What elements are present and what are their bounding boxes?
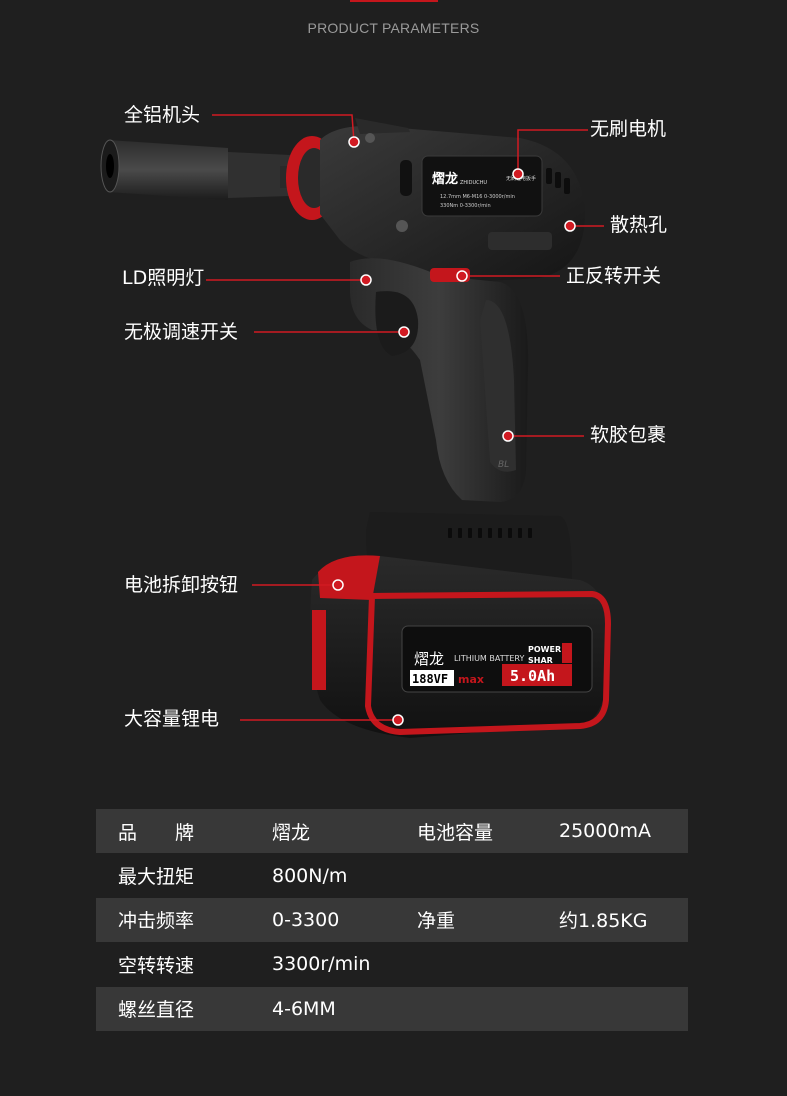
spec-label: 净重 (417, 910, 456, 933)
spec-value: 3300r/min (272, 953, 371, 976)
callout-led: LD照明灯 (122, 267, 205, 289)
spec-label: 螺丝直径 (118, 999, 195, 1022)
table-row: 最大扭矩 800N/m (96, 853, 688, 897)
svg-text:LITHIUM BATTERY: LITHIUM BATTERY (454, 654, 524, 663)
grip-shape: BL (350, 258, 529, 502)
svg-text:max: max (458, 673, 484, 686)
svg-text:330Nm 0-3300r/min: 330Nm 0-3300r/min (440, 203, 491, 209)
callout-motor: 无刷电机 (590, 118, 667, 140)
callout-trigger: 无极调速开关 (124, 321, 239, 343)
callout-vent: 散热孔 (610, 214, 668, 236)
svg-text:熠龙: 熠龙 (432, 171, 458, 187)
spec-value: 800N/m (272, 864, 348, 887)
table-row: 品牌 熠龙 电池容量 25000mA (96, 809, 688, 854)
spec-label (417, 853, 559, 897)
callout-lines (206, 114, 604, 721)
callout-head: 全铝机头 (124, 104, 201, 126)
svg-text:BL: BL (498, 460, 509, 470)
spec-value (559, 987, 688, 1031)
svg-text:188VF: 188VF (412, 672, 448, 686)
spec-table: 品牌 熠龙 电池容量 25000mA 最大扭矩 800N/m 冲击频率 0-33… (96, 809, 688, 1031)
spec-label: 最大扭矩 (118, 866, 195, 889)
callout-battery: 大容量锂电 (124, 708, 220, 730)
table-row: 冲击频率 0-3300 净重 约1.85KG (96, 897, 688, 943)
spec-value: 约1.85KG (559, 910, 648, 933)
spec-value (559, 853, 688, 897)
svg-text:熠龙: 熠龙 (414, 650, 444, 668)
spec-label (417, 987, 559, 1031)
callout-dots (332, 136, 576, 726)
callout-switch: 正反转开关 (566, 265, 662, 287)
product-illustration: 熠龙 ZHIDUCHU 无刷锂电扳手 12.7mm M6-M16 0-3000r… (100, 104, 668, 738)
spec-label: 电池容量 (417, 821, 494, 844)
top-accent-bar (350, 0, 438, 2)
spec-value (559, 942, 688, 986)
socket-shape (100, 139, 302, 200)
table-row: 螺丝直径 4-6MM (96, 986, 688, 1031)
spec-label: 品牌 (118, 821, 195, 844)
spec-value: 25000mA (559, 820, 651, 843)
impact-wrench-icon: 熠龙 ZHIDUCHU 无刷锂电扳手 12.7mm M6-M16 0-3000r… (100, 114, 612, 738)
callout-release: 电池拆卸按钮 (124, 574, 239, 596)
spec-value: 0-3300 (272, 908, 340, 931)
spec-label (417, 942, 559, 986)
svg-text:SHAR: SHAR (528, 656, 553, 665)
svg-text:POWER: POWER (528, 645, 561, 654)
table-row: 空转转速 3300r/min (96, 942, 688, 986)
spec-label: 冲击频率 (118, 910, 195, 933)
spec-value: 熠龙 (272, 821, 311, 844)
body-shape: 熠龙 ZHIDUCHU 无刷锂电扳手 12.7mm M6-M16 0-3000r… (320, 118, 586, 282)
section-title: PRODUCT PARAMETERS (307, 20, 480, 36)
callout-grip: 软胶包裹 (590, 424, 667, 446)
spec-value: 4-6MM (272, 997, 336, 1020)
svg-text:ZHIDUCHU: ZHIDUCHU (460, 180, 487, 186)
battery-shape: 熠龙 LITHIUM BATTERY POWER SHAR 188VF max … (310, 512, 612, 738)
svg-text:5.0Ah: 5.0Ah (510, 667, 555, 685)
spec-label: 空转转速 (118, 954, 195, 977)
svg-text:12.7mm M6-M16 0-3000r/min: 12.7mm M6-M16 0-3000r/min (440, 194, 515, 200)
